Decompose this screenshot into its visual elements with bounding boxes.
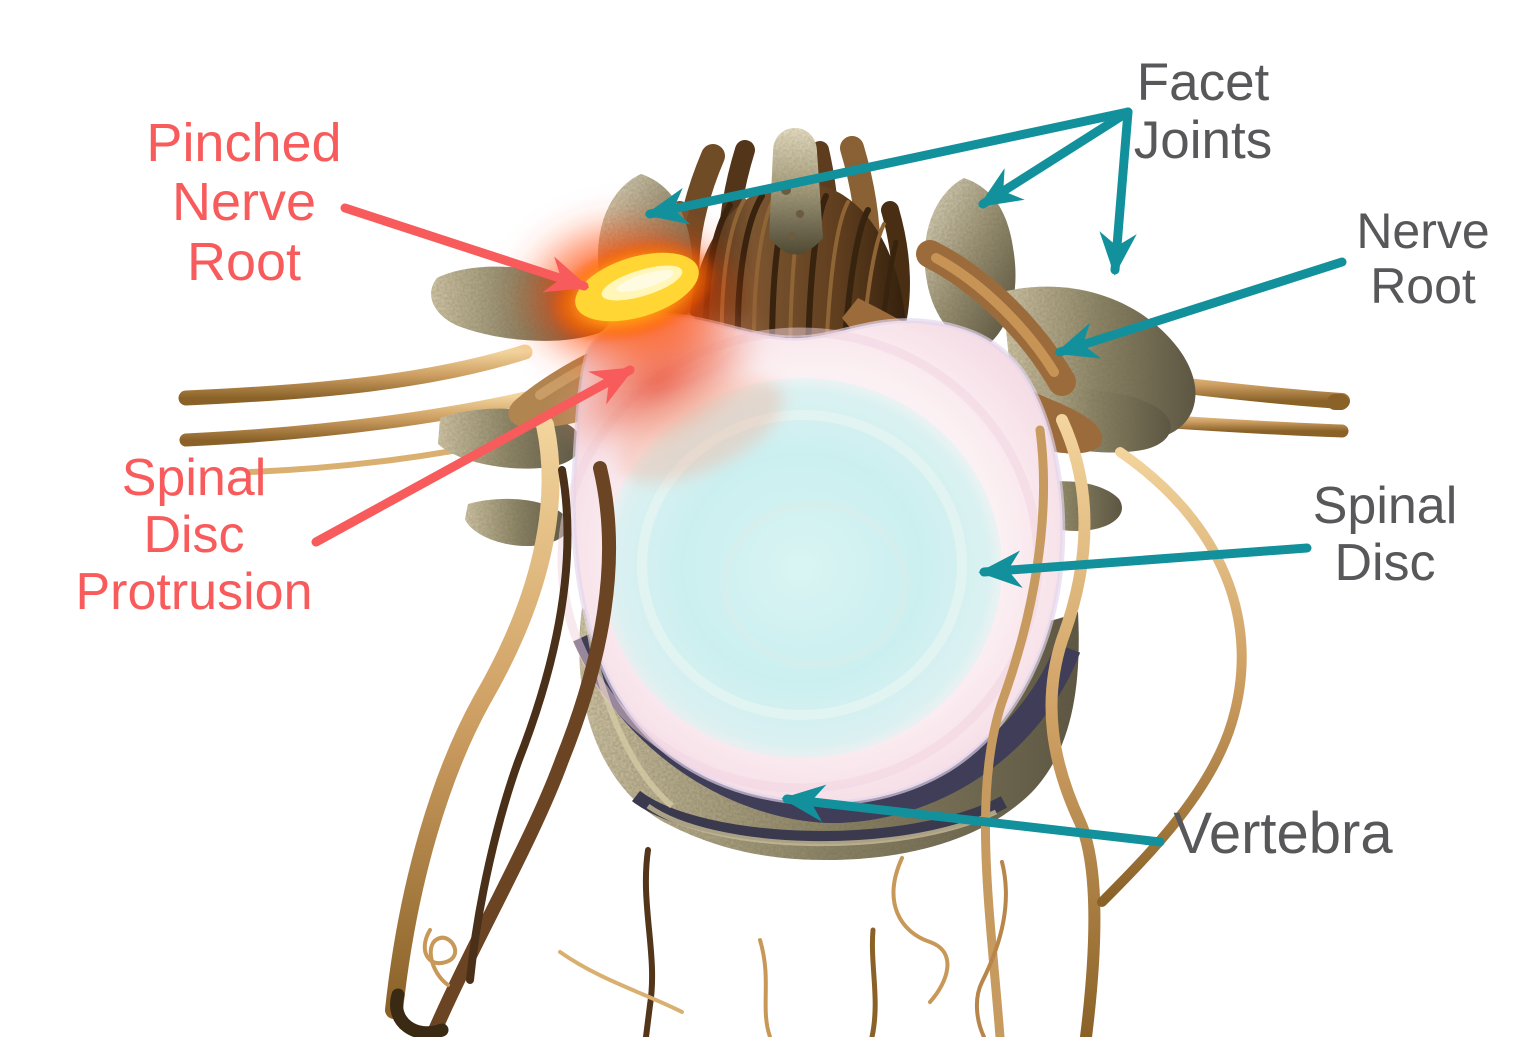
- vertebra-pointer: [781, 784, 1165, 847]
- protrusion-label-line3: Protrusion: [75, 563, 313, 622]
- spinal-disc-label: Spinal Disc: [1282, 477, 1488, 593]
- facet-joint-pointer-down: [1099, 107, 1137, 276]
- descending-nerves-left: [385, 416, 656, 1037]
- vertebra-label: Vertebra: [1158, 802, 1408, 866]
- spinal-disc-pointer: [978, 543, 1312, 588]
- pinched-label-line1: Pinched: [146, 113, 342, 173]
- protrusion-label-line2: Disc: [143, 506, 245, 565]
- spinal-disc-label-line1: Spinal: [1312, 477, 1458, 535]
- spinal-disc-protrusion-label: Spinal Disc Protrusion: [56, 449, 332, 622]
- nerve-root-label-line1: Nerve: [1356, 203, 1490, 259]
- pinched-label-line3: Root: [186, 231, 302, 292]
- nerve-root-label: Nerve Root: [1318, 204, 1528, 314]
- facet-joints-label: Facet Joints: [1093, 53, 1313, 171]
- pinched-nerve-root-pointer: [340, 203, 590, 293]
- nerve-root-label-line2: Root: [1370, 258, 1476, 314]
- facet-joint-pointer-left: [644, 107, 1133, 225]
- spinal-disc-protrusion-pointer: [311, 365, 635, 547]
- facet-joint-pointer-right: [978, 107, 1133, 209]
- facet-label-line2: Joints: [1133, 111, 1273, 171]
- protrusion-label-line1: Spinal: [121, 449, 267, 507]
- pinched-label-line2: Nerve: [171, 172, 317, 233]
- pointer-lines: [311, 107, 1347, 847]
- descending-nerves-right: [980, 414, 1247, 1037]
- pinched-nerve-glow: [512, 212, 748, 380]
- nerve-root-pointer: [1054, 257, 1347, 359]
- fine-nerve-fibers: [422, 856, 1008, 1037]
- spinal-disc-label-line2: Disc: [1334, 534, 1436, 593]
- pinched-nerve-root-label: Pinched Nerve Root: [98, 113, 390, 292]
- vertebra-label-line1: Vertebra: [1173, 801, 1393, 866]
- facet-label-line1: Facet: [1136, 53, 1270, 112]
